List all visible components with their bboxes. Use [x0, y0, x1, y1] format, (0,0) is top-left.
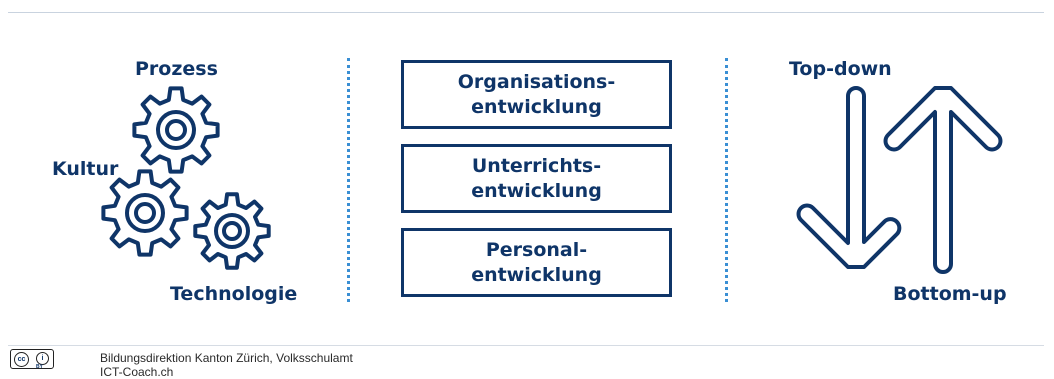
box-organisationsentwicklung: Organisations-entwicklung — [401, 60, 672, 129]
footer-rule — [8, 345, 1044, 346]
gear-icon-top — [132, 86, 220, 174]
arrow-down-icon — [796, 86, 902, 269]
divider-left — [347, 58, 350, 302]
box-unterrichtsentwicklung: Unterrichts-entwicklung — [401, 144, 672, 213]
gear-ring-inner — [165, 119, 187, 141]
gear-ring-outer — [214, 213, 250, 249]
divider-right — [725, 58, 728, 302]
footer-institution: Bildungsdirektion Kanton Zürich, Volkssc… — [100, 351, 353, 365]
gear-outline — [193, 192, 271, 270]
gear-ring-outer — [156, 110, 196, 150]
cc-icon: cc — [14, 352, 29, 367]
gear-ring-inner — [134, 202, 156, 224]
gear-outline — [101, 169, 189, 257]
gear-outline — [132, 86, 220, 174]
arrow-up-icon — [883, 86, 1003, 274]
gear-icon-right — [193, 192, 271, 270]
label-bottom-up: Bottom-up — [893, 283, 1007, 305]
box-1-line-1: Organisations- — [457, 70, 616, 93]
label-kultur: Kultur — [52, 158, 119, 180]
label-prozess: Prozess — [135, 58, 218, 80]
box-3-line-2: entwicklung — [471, 263, 602, 286]
box-personalentwicklung: Personal-entwicklung — [401, 228, 672, 297]
box-1-line-2: entwicklung — [471, 95, 602, 118]
box-2-line-2: entwicklung — [471, 179, 602, 202]
label-technologie: Technologie — [170, 283, 298, 305]
box-2-line-1: Unterrichts- — [471, 154, 602, 177]
top-rule — [8, 12, 1044, 13]
box-3-line-1: Personal- — [485, 238, 588, 261]
gear-icon-middle — [101, 169, 189, 257]
gear-ring-inner — [222, 221, 242, 241]
cc-by-license-icon: cc i BY — [10, 349, 54, 369]
footer-website: ICT-Coach.ch — [100, 365, 174, 379]
attribution-icon: i — [36, 352, 49, 365]
by-label: BY — [36, 364, 43, 369]
gear-ring-outer — [125, 193, 165, 233]
label-top-down: Top-down — [789, 58, 892, 80]
